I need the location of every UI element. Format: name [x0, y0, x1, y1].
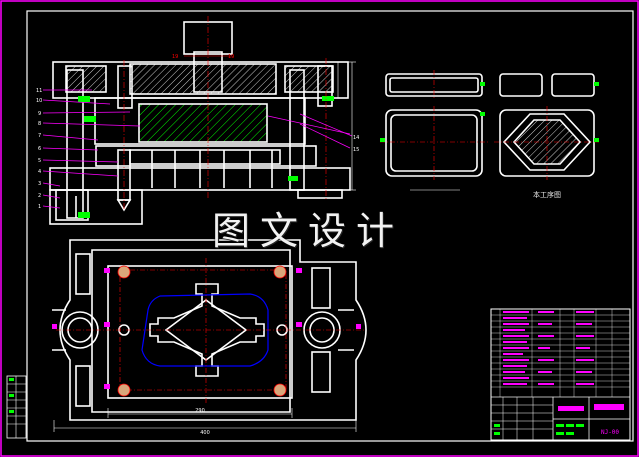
dimension-text: 400	[200, 430, 210, 436]
part-leaders	[42, 89, 353, 209]
dimension-text: 19	[172, 54, 178, 60]
part-number: 5	[38, 158, 41, 164]
title-block	[490, 308, 631, 441]
part-number: 3	[38, 181, 41, 187]
dimension-text: 290	[195, 408, 205, 414]
part-number: 2	[38, 193, 41, 199]
dimension-text: 19	[228, 54, 234, 60]
callout-number: 15	[353, 147, 359, 153]
part-number: 7	[38, 133, 41, 139]
part-number: 9	[38, 111, 41, 117]
part-number: 6	[38, 146, 41, 152]
part-number: 11	[36, 88, 42, 94]
section-view	[49, 21, 351, 225]
blank-views	[385, 73, 595, 177]
revision-strip	[6, 375, 27, 439]
part-number: 10	[36, 98, 42, 104]
callout-number: 14	[353, 135, 359, 141]
blank-markers	[380, 82, 599, 142]
sheet-inner-border	[26, 10, 634, 442]
plan-markers	[52, 268, 361, 389]
part-number: 8	[38, 121, 41, 127]
corner-screws	[117, 265, 287, 397]
section-dimensions	[184, 55, 356, 191]
part-number: 4	[38, 169, 41, 175]
watermark-title: 图文设计	[212, 209, 405, 253]
blank-caption: 本工序图	[533, 190, 561, 199]
blank-centerlines	[380, 70, 600, 180]
punch-contour	[141, 293, 269, 367]
plan-centerlines	[56, 258, 364, 404]
plan-dimensions	[53, 408, 357, 432]
drawing-number: NJ-00	[600, 429, 620, 436]
part-number: 1	[38, 204, 41, 210]
part-number-labels: 11 10 9 8 7 6 5 4 3 2 1 14 15 19 19	[36, 54, 359, 210]
